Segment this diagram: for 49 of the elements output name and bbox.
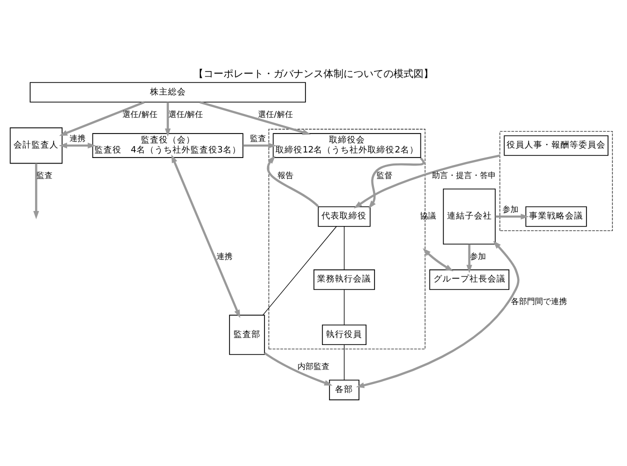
arrow [466,244,472,273]
arrow [354,154,500,208]
node-box: 監査部 [229,314,265,354]
arrow [356,240,520,388]
node-box: 株主総会 [30,82,306,102]
node-box: 各部 [329,379,360,400]
node-box: 業務執行会議 [314,268,375,290]
connector [262,226,337,315]
arrow [266,155,319,207]
edge-label: 選任/解任 [258,108,293,118]
edge-label: 連携 [69,132,86,143]
arrow [33,162,40,219]
diagram-title: 【コーポレート・ガバナンス体制についての模式図】 [194,68,434,80]
node-box: 連結子会社 [442,188,496,244]
arrow [243,142,276,148]
node-box: 監査役（会） 監査役 4名（うち社外監査役3名） [92,132,244,158]
arrow [164,102,171,136]
edge-label: 監督 [376,170,392,180]
node-box: グループ社長会議 [429,268,510,290]
arrow [171,154,240,318]
node-box: 会計監査人 [10,126,63,164]
node-box: 代表取締役 [318,206,371,226]
arrow [59,100,145,136]
edge-label: 協議 [420,210,436,220]
edge-label: 助言・提言・答申 [432,170,496,180]
arrow [264,352,333,386]
node-box: 取締役会 取締役12名（うち社外取締役2名） [272,132,422,158]
edge-label: 報告 [278,170,294,180]
edge-label: 選任/解任 [168,108,204,118]
edge-label: 参加 [502,204,519,214]
arrow [368,156,424,208]
edge-label: 連携 [216,250,232,260]
arrow [495,213,529,219]
edge-label: 監査 [250,132,266,143]
connector [344,226,345,270]
edge-label: 各部門間で連携 [511,296,568,306]
cluster [500,130,613,231]
node-box: 役員人事・報酬等委員会 [504,134,608,156]
connector [344,288,345,325]
node-box: 事業戦略会議 [525,206,587,226]
edge-label: 選任/解任 [122,108,158,118]
arrow [58,142,96,148]
arrow [200,100,311,134]
arrow [422,248,454,271]
edge-label: 内部監査 [297,360,330,371]
connector [344,344,345,380]
edge-label: 参加 [470,250,486,260]
edge-label: 監査 [36,170,53,180]
node-box: 執行役員 [322,324,366,345]
